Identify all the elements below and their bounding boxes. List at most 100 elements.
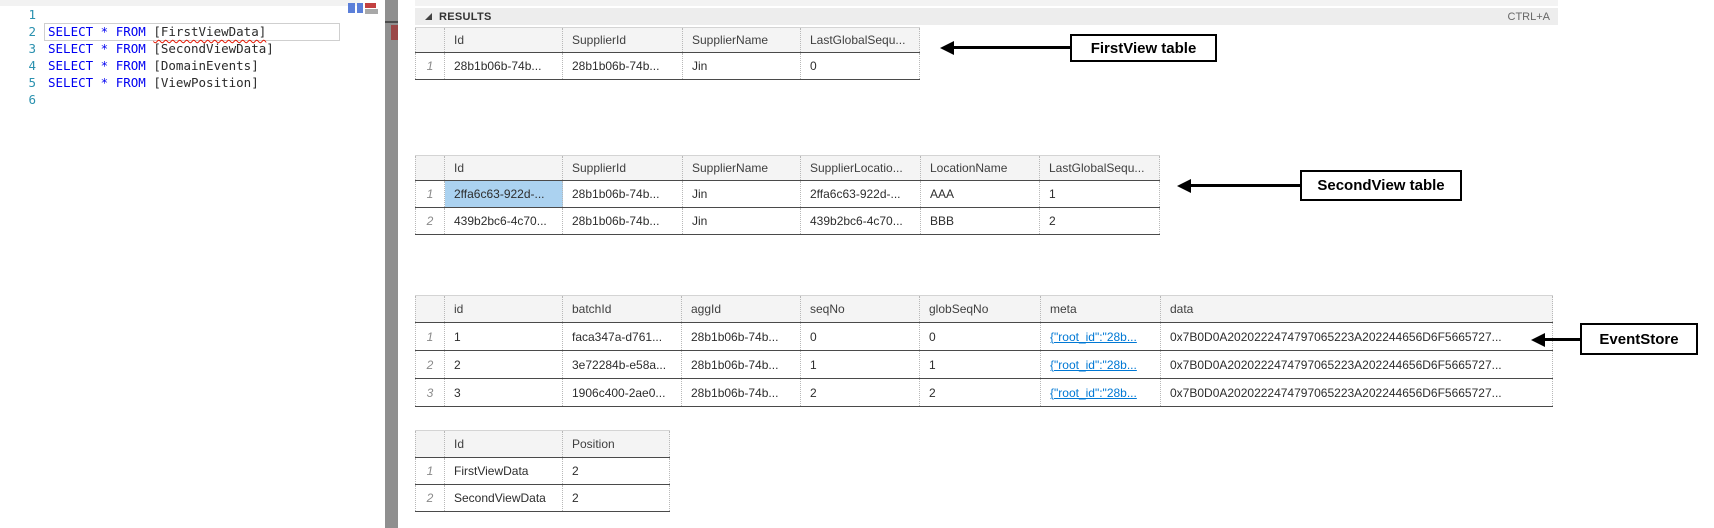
grid-cell[interactable]: 28b1b06b-74b... xyxy=(682,351,801,378)
collapse-triangle-icon[interactable] xyxy=(425,13,432,20)
grid-cell[interactable]: 28b1b06b-74b... xyxy=(682,379,801,406)
table-row: 2 439b2bc6-4c70... 28b1b06b-74b... Jin 4… xyxy=(415,208,1160,235)
scrollbar-error-marker xyxy=(391,25,398,40)
grid-cell[interactable]: 2 xyxy=(1040,208,1160,234)
meta-json-link[interactable]: {"root_id":"28b... xyxy=(1041,351,1161,378)
grid-cell[interactable]: 1 xyxy=(920,351,1041,378)
firstview-arrow-shaft xyxy=(954,46,1070,49)
editor-scrollbar[interactable] xyxy=(385,0,398,528)
grid-second-view: Id SupplierId SupplierName SupplierLocat… xyxy=(415,155,1160,235)
grid-cell[interactable]: 28b1b06b-74b... xyxy=(445,53,563,79)
row-number[interactable]: 2 xyxy=(415,351,445,378)
corner-cell[interactable] xyxy=(415,431,445,457)
code-line-3[interactable]: SELECT * FROM [SecondViewData] xyxy=(48,40,274,57)
code-line-4[interactable]: SELECT * FROM [DomainEvents] xyxy=(48,57,259,74)
minimap-code-block[interactable] xyxy=(348,3,355,13)
column-header[interactable]: Id xyxy=(445,28,563,52)
grid-cell[interactable]: 439b2bc6-4c70... xyxy=(801,208,921,234)
column-header[interactable]: SupplierId xyxy=(563,28,683,52)
eventstore-arrow-head-icon xyxy=(1531,333,1545,347)
column-header[interactable]: seqNo xyxy=(801,296,920,322)
grid-cell[interactable]: 0x7B0D0A2020222474797065223A202244656D6F… xyxy=(1161,323,1553,350)
table-row: 1 FirstViewData 2 xyxy=(415,458,670,485)
sql-keywords: SELECT * FROM xyxy=(48,24,154,39)
line-number: 5 xyxy=(28,75,36,90)
grid-header-row: Id Position xyxy=(415,430,670,458)
grid-cell[interactable]: 0x7B0D0A2020222474797065223A202244656D6F… xyxy=(1161,379,1553,406)
sql-identifier: [SecondViewData] xyxy=(153,41,274,56)
row-number[interactable]: 1 xyxy=(415,53,445,79)
grid-cell[interactable]: SecondViewData xyxy=(445,485,563,511)
grid-cell[interactable]: 1 xyxy=(1040,181,1160,207)
column-header[interactable]: batchId xyxy=(563,296,682,322)
eventstore-arrow-shaft xyxy=(1545,338,1580,341)
grid-cell[interactable]: 2 xyxy=(563,458,670,484)
row-number[interactable]: 3 xyxy=(415,379,445,406)
row-number[interactable]: 1 xyxy=(415,323,445,350)
grid-cell[interactable]: 3e72284b-e58a... xyxy=(563,351,682,378)
secondview-annotation-label: SecondView table xyxy=(1317,177,1445,194)
column-header[interactable]: id xyxy=(445,296,563,322)
grid-cell[interactable]: 2 xyxy=(920,379,1041,406)
column-header[interactable]: data xyxy=(1161,296,1553,322)
grid-cell[interactable]: 1 xyxy=(801,351,920,378)
grid-cell[interactable]: 0 xyxy=(801,323,920,350)
column-header[interactable]: LastGlobalSequ... xyxy=(801,28,920,52)
minimap-error-block[interactable] xyxy=(365,3,376,8)
grid-cell[interactable]: 1906c400-2ae0... xyxy=(563,379,682,406)
grid-cell[interactable]: Jin xyxy=(683,181,801,207)
secondview-arrow-head-icon xyxy=(1177,179,1191,193)
minimap-code-block[interactable] xyxy=(357,3,363,13)
grid-cell[interactable]: Jin xyxy=(683,208,801,234)
row-number[interactable]: 2 xyxy=(415,485,445,511)
row-number[interactable]: 2 xyxy=(415,208,445,234)
corner-cell[interactable] xyxy=(415,28,445,52)
firstview-annotation-label: FirstView table xyxy=(1090,39,1197,57)
grid-cell[interactable]: 1 xyxy=(445,323,563,350)
column-header[interactable]: aggId xyxy=(682,296,801,322)
code-line-2[interactable]: SELECT * FROM [FirstViewData] xyxy=(48,23,266,40)
row-number[interactable]: 1 xyxy=(415,458,445,484)
grid-cell[interactable]: 2 xyxy=(801,379,920,406)
corner-cell[interactable] xyxy=(415,156,445,180)
column-header[interactable]: SupplierName xyxy=(683,156,801,180)
grid-cell[interactable]: 28b1b06b-74b... xyxy=(563,181,683,207)
grid-cell[interactable]: 28b1b06b-74b... xyxy=(563,53,683,79)
grid-cell[interactable]: 2 xyxy=(445,351,563,378)
sql-identifier: [DomainEvents] xyxy=(153,58,259,73)
grid-cell[interactable]: 28b1b06b-74b... xyxy=(682,323,801,350)
grid-cell[interactable]: 0x7B0D0A2020222474797065223A202244656D6F… xyxy=(1161,351,1553,378)
column-header[interactable]: Id xyxy=(445,156,563,180)
grid-cell[interactable]: 0 xyxy=(920,323,1041,350)
column-header[interactable]: SupplierId xyxy=(563,156,683,180)
grid-cell[interactable]: BBB xyxy=(921,208,1040,234)
grid-cell[interactable]: 28b1b06b-74b... xyxy=(563,208,683,234)
grid-cell[interactable]: 0 xyxy=(801,53,920,79)
meta-json-link[interactable]: {"root_id":"28b... xyxy=(1041,323,1161,350)
column-header[interactable]: Id xyxy=(445,431,563,457)
grid-cell-selected[interactable]: 2ffa6c63-922d-... xyxy=(445,181,563,207)
column-header[interactable]: LastGlobalSequ... xyxy=(1040,156,1160,180)
grid-cell[interactable]: AAA xyxy=(921,181,1040,207)
minimap-code-block[interactable] xyxy=(365,9,378,14)
code-line-5[interactable]: SELECT * FROM [ViewPosition] xyxy=(48,74,259,91)
column-header[interactable]: SupplierLocatio... xyxy=(801,156,921,180)
column-header[interactable]: meta xyxy=(1041,296,1161,322)
column-header[interactable]: SupplierName xyxy=(683,28,801,52)
grid-cell[interactable]: Jin xyxy=(683,53,801,79)
grid-cell[interactable]: 2 xyxy=(563,485,670,511)
grid-cell[interactable]: faca347a-d761... xyxy=(563,323,682,350)
corner-cell[interactable] xyxy=(415,296,445,322)
grid-view-position: Id Position 1 FirstViewData 2 2 SecondVi… xyxy=(415,430,670,512)
column-header[interactable]: Position xyxy=(563,431,670,457)
results-header-bar[interactable]: RESULTS CTRL+A xyxy=(415,8,1558,25)
secondview-annotation-box: SecondView table xyxy=(1300,170,1462,201)
row-number[interactable]: 1 xyxy=(415,181,445,207)
grid-cell[interactable]: 3 xyxy=(445,379,563,406)
column-header[interactable]: globSeqNo xyxy=(920,296,1041,322)
column-header[interactable]: LocationName xyxy=(921,156,1040,180)
grid-cell[interactable]: FirstViewData xyxy=(445,458,563,484)
grid-cell[interactable]: 439b2bc6-4c70... xyxy=(445,208,563,234)
meta-json-link[interactable]: {"root_id":"28b... xyxy=(1041,379,1161,406)
grid-cell[interactable]: 2ffa6c63-922d-... xyxy=(801,181,921,207)
